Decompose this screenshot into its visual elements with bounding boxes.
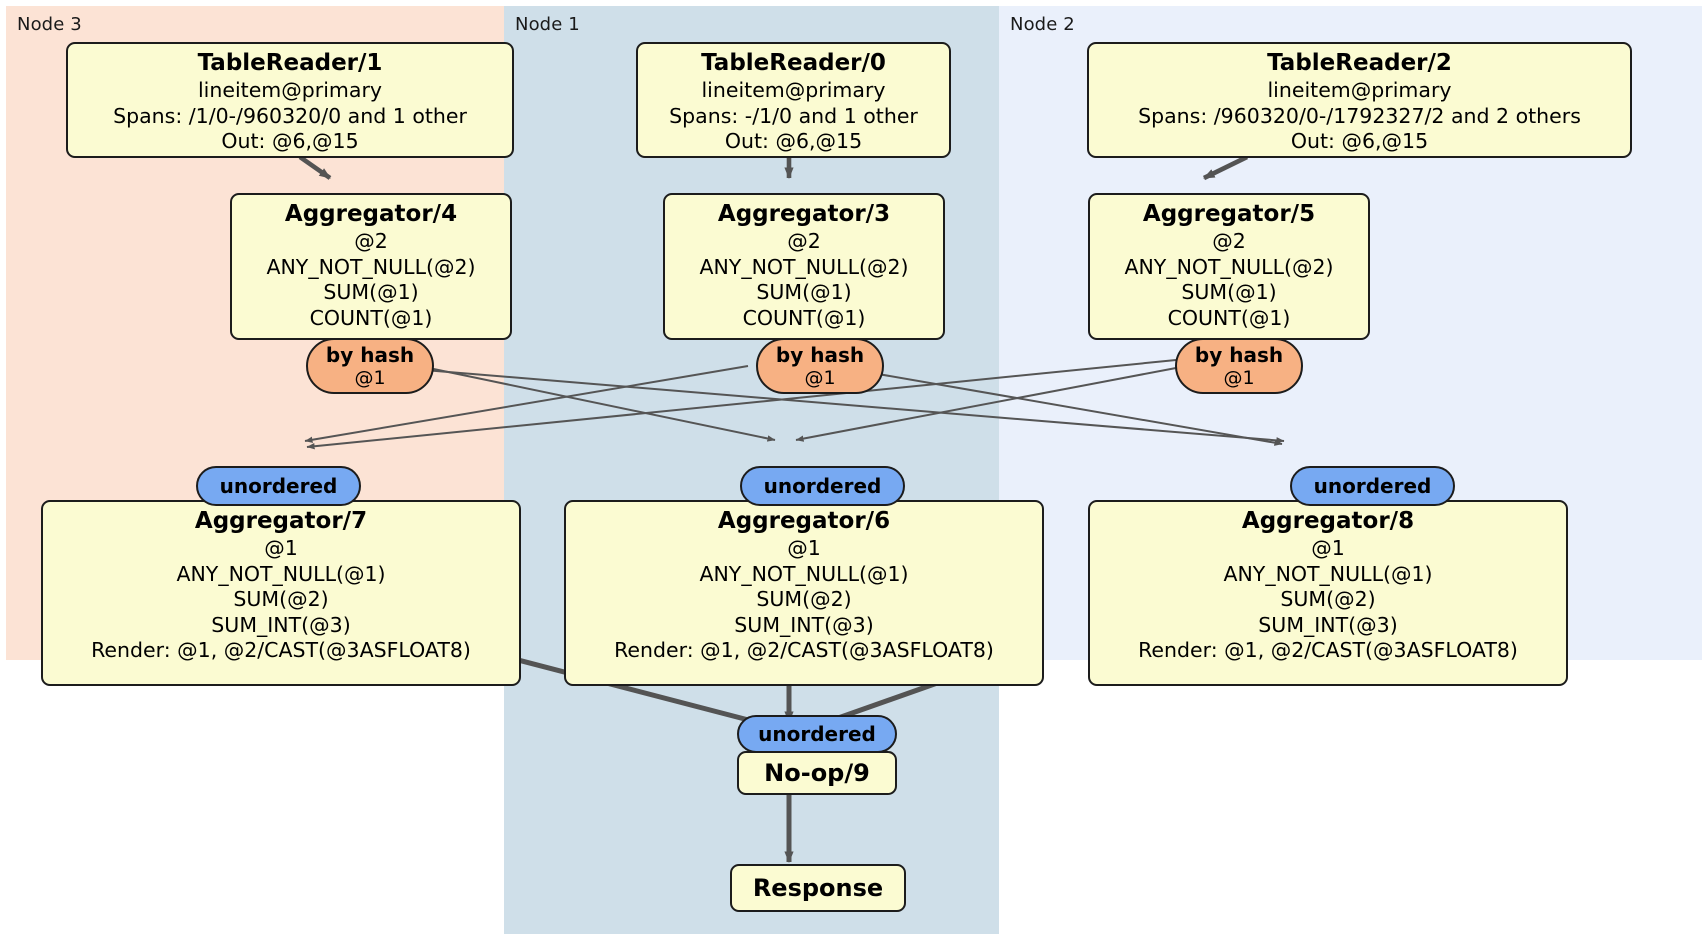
processor-line: ANY_NOT_NULL(@2) [266,254,476,279]
processor-line: ANY_NOT_NULL(@1) [176,561,386,586]
processor-line: SUM(@2) [756,587,852,611]
processor-line: @2 [1212,229,1246,253]
processor-aggregator-7[interactable]: Aggregator/7 @1 ANY_NOT_NULL(@1) SUM(@2)… [41,500,521,686]
node-panel-label-node3: Node 3 [17,14,82,35]
processor-line: Out: @6,@15 [724,129,863,153]
processor-line: Spans: /960320/0-/1792327/2 and 2 others [1138,103,1581,128]
node-panel-label-node1: Node 1 [515,14,580,35]
processor-line: SUM(@1) [756,280,852,304]
processor-line: lineitem@primary [701,78,886,102]
processor-title: TableReader/2 [1267,50,1452,76]
router-by-hash-node1[interactable]: by hash @1 [756,338,884,394]
router-label: by hash [775,342,865,367]
processor-aggregator-3[interactable]: Aggregator/3 @2 ANY_NOT_NULL(@2) SUM(@1)… [663,193,945,340]
processor-line: SUM(@1) [323,280,419,304]
stream-unordered-node3[interactable]: unordered [196,466,361,506]
processor-line: ANY_NOT_NULL(@2) [699,254,909,279]
processor-line: COUNT(@1) [742,305,866,330]
processor-line: SUM(@2) [1280,587,1376,611]
processor-aggregator-4[interactable]: Aggregator/4 @2 ANY_NOT_NULL(@2) SUM(@1)… [230,193,512,340]
processor-response[interactable]: Response [730,864,906,912]
stream-label: unordered [1313,473,1432,498]
processor-line: SUM_INT(@3) [734,612,874,637]
processor-aggregator-8[interactable]: Aggregator/8 @1 ANY_NOT_NULL(@1) SUM(@2)… [1088,500,1568,686]
processor-line: lineitem@primary [1267,78,1452,102]
processor-line: SUM_INT(@3) [1258,612,1398,637]
processor-line: Spans: -/1/0 and 1 other [669,103,918,128]
processor-line: ANY_NOT_NULL(@1) [1223,561,1433,586]
processor-line: lineitem@primary [197,78,383,102]
stream-unordered-node2[interactable]: unordered [1290,466,1455,506]
stream-unordered-final[interactable]: unordered [737,715,897,753]
processor-table-reader-0[interactable]: TableReader/0 lineitem@primary Spans: -/… [636,42,951,158]
processor-title: Aggregator/8 [1241,508,1415,534]
node-panel-label-node2: Node 2 [1010,14,1075,35]
processor-line: Render: @1, @2/CAST(@3ASFLOAT8) [91,638,471,662]
processor-line: Render: @1, @2/CAST(@3ASFLOAT8) [1138,638,1518,662]
processor-title: Aggregator/7 [194,508,368,534]
processor-line: SUM(@1) [1181,280,1277,304]
stream-label: unordered [219,473,338,498]
processor-line: COUNT(@1) [1167,305,1291,330]
processor-title: Aggregator/4 [284,201,458,227]
processor-line: @2 [354,229,388,253]
processor-title: Aggregator/3 [717,201,891,227]
processor-noop-9[interactable]: No-op/9 [737,751,897,795]
processor-line: @1 [264,536,298,560]
processor-line: SUM(@2) [233,587,329,611]
stream-label: unordered [758,721,876,746]
router-label: by hash [1194,342,1284,367]
router-by-hash-node3[interactable]: by hash @1 [306,338,434,394]
router-label: by hash [325,342,415,367]
processor-title: Aggregator/6 [717,508,891,534]
processor-title: TableReader/1 [197,50,383,76]
processor-line: SUM_INT(@3) [211,612,351,637]
processor-title: Aggregator/5 [1142,201,1316,227]
stream-unordered-node1[interactable]: unordered [740,466,905,506]
processor-line: @2 [787,229,821,253]
processor-line: Spans: /1/0-/960320/0 and 1 other [113,103,467,128]
processor-aggregator-6[interactable]: Aggregator/6 @1 ANY_NOT_NULL(@1) SUM(@2)… [564,500,1044,686]
processor-line: @1 [787,536,821,560]
processor-aggregator-5[interactable]: Aggregator/5 @2 ANY_NOT_NULL(@2) SUM(@1)… [1088,193,1370,340]
processor-title: No-op/9 [764,759,870,787]
processor-title: TableReader/0 [701,50,886,76]
router-by-hash-node2[interactable]: by hash @1 [1175,338,1303,394]
router-column: @1 [354,366,386,389]
processor-line: Render: @1, @2/CAST(@3ASFLOAT8) [614,638,994,662]
stream-label: unordered [763,473,882,498]
processor-line: ANY_NOT_NULL(@2) [1124,254,1334,279]
processor-line: @1 [1311,536,1345,560]
router-column: @1 [1223,366,1255,389]
processor-table-reader-2[interactable]: TableReader/2 lineitem@primary Spans: /9… [1087,42,1632,158]
processor-table-reader-1[interactable]: TableReader/1 lineitem@primary Spans: /1… [66,42,514,158]
processor-line: COUNT(@1) [309,305,433,330]
processor-line: Out: @6,@15 [221,129,359,153]
processor-title: Response [752,874,884,902]
router-column: @1 [804,366,836,389]
processor-line: Out: @6,@15 [1290,129,1429,153]
processor-line: ANY_NOT_NULL(@1) [699,561,909,586]
